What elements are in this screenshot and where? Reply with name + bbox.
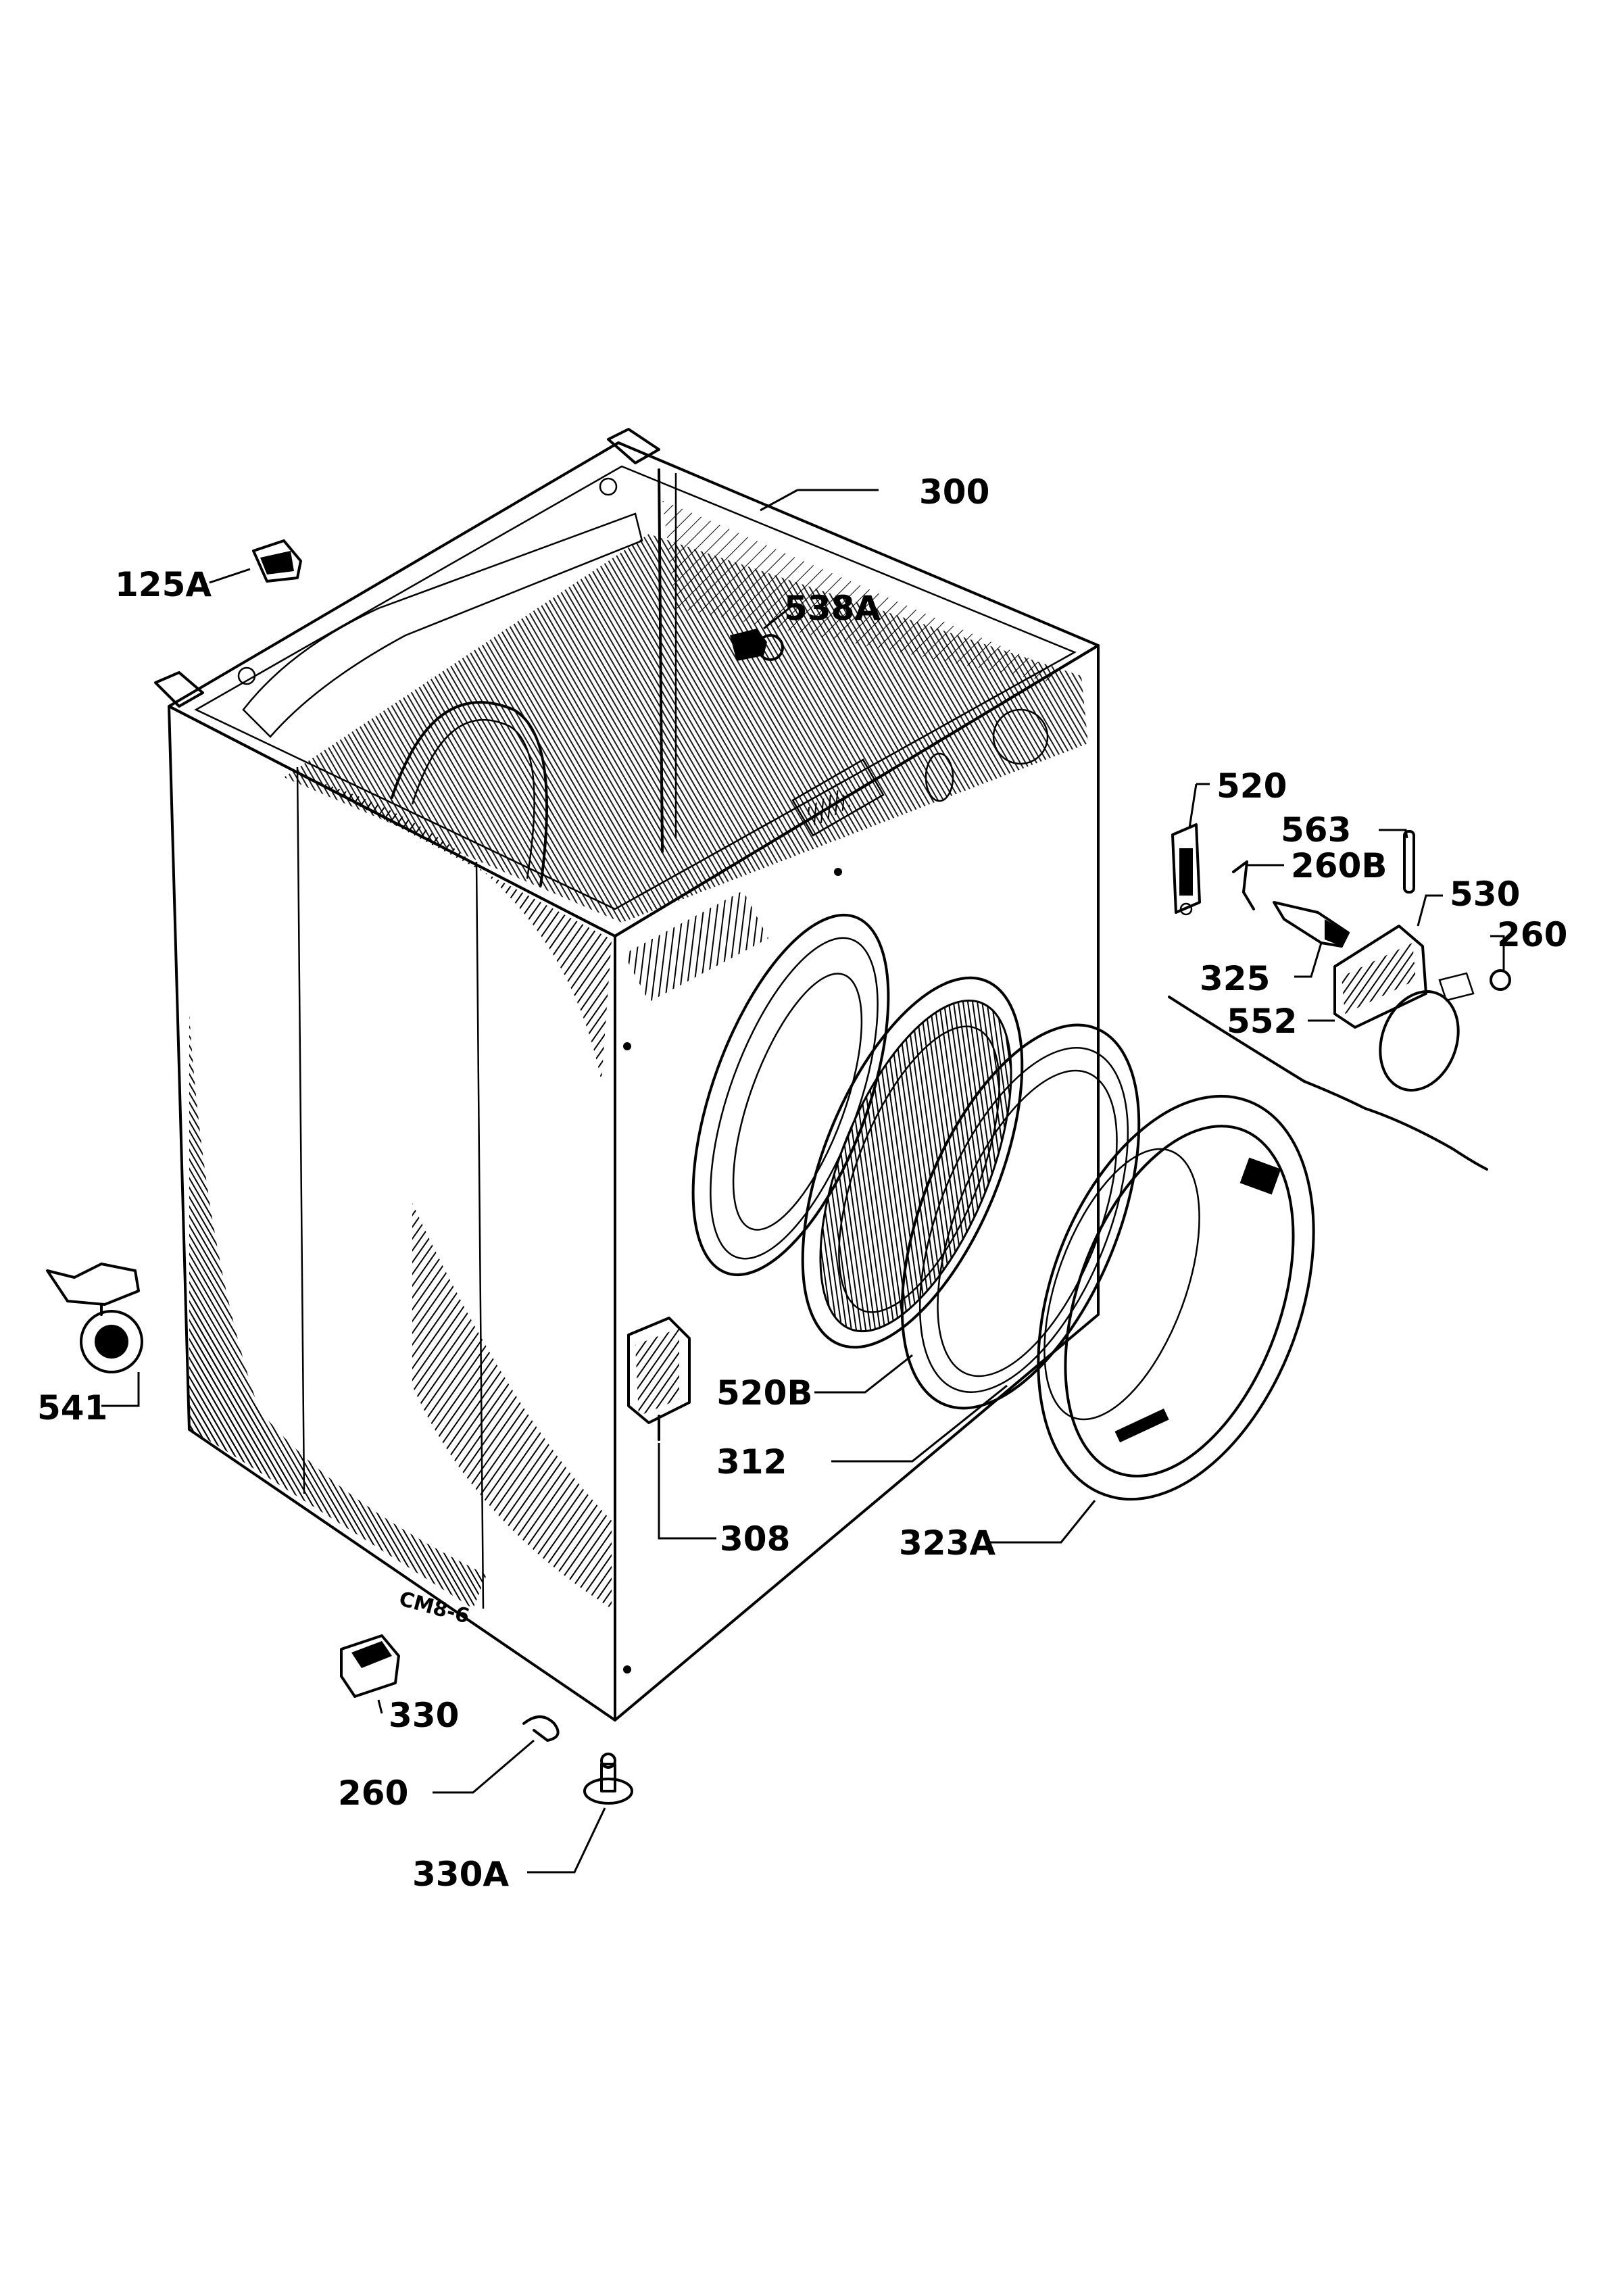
label-563: 563 <box>1281 810 1351 850</box>
lever-325 <box>1273 901 1350 948</box>
label-520b: 520B <box>716 1373 812 1413</box>
label-260-bottom: 260 <box>338 1774 408 1813</box>
label-552: 552 <box>1227 1002 1297 1041</box>
latch-530 <box>1333 925 1427 1029</box>
cabinet-body <box>154 428 1100 1721</box>
label-300: 300 <box>919 472 989 512</box>
door-seal-520b <box>801 976 1024 1349</box>
leader-lines <box>101 489 1505 1874</box>
pin-563 <box>1403 830 1415 894</box>
label-520: 520 <box>1216 766 1287 806</box>
screw-538a <box>730 629 784 661</box>
label-330: 330 <box>389 1696 459 1735</box>
foot-330 <box>340 1634 400 1698</box>
door-inner-ring-312 <box>900 1023 1141 1410</box>
bracket-125a <box>252 539 302 583</box>
handle-552 <box>1379 972 1475 1092</box>
door-frame-323a <box>1037 1094 1315 1501</box>
label-125a: 125A <box>115 565 212 604</box>
clip-260-bottom <box>522 1715 560 1742</box>
label-538a: 538A <box>784 589 881 628</box>
label-308: 308 <box>720 1519 790 1559</box>
label-541: 541 <box>37 1388 107 1427</box>
label-330a: 330A <box>412 1855 509 1894</box>
adjustable-foot-330a <box>583 1753 633 1805</box>
label-530: 530 <box>1450 875 1520 914</box>
label-325: 325 <box>1200 959 1270 998</box>
pressure-switch-541 <box>46 1263 143 1373</box>
label-323a: 323A <box>899 1523 996 1563</box>
label-260-right: 260 <box>1497 915 1567 954</box>
door-switch-308 <box>627 1317 691 1441</box>
nut-260-right <box>1490 969 1511 991</box>
spring-260b <box>1232 860 1255 910</box>
label-260b: 260B <box>1291 846 1387 885</box>
cable-552 <box>1168 996 1488 1171</box>
part-labels: 300 125A 538A 520 563 260B 530 260 325 5… <box>37 472 1567 1894</box>
hinge-520 <box>1171 823 1201 916</box>
label-312: 312 <box>716 1442 787 1482</box>
